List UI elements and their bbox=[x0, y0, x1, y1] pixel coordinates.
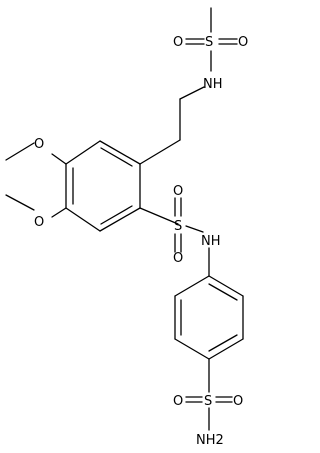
atom-label-s: S bbox=[205, 35, 213, 50]
bond-ring1-b bbox=[65, 140, 101, 165]
atom-label-s: S bbox=[174, 219, 182, 234]
atom-label-o: O bbox=[173, 394, 183, 409]
bond-ring2-d bbox=[174, 338, 210, 360]
atom-label-o: O bbox=[34, 137, 44, 152]
bond-ring-ome2 bbox=[51, 207, 67, 218]
atom-label-o: O bbox=[173, 35, 183, 50]
atom-label-o: O bbox=[238, 35, 248, 50]
bond-ring2-c-inner bbox=[208, 334, 238, 352]
bond-ring1-e bbox=[99, 207, 141, 232]
bond-ring2-f bbox=[174, 275, 210, 297]
bond-ch2-ring bbox=[139, 139, 181, 165]
bond-ring2-a bbox=[208, 275, 244, 297]
atom-label-nh2: NH2 bbox=[196, 433, 224, 448]
atom-label-nh: NH bbox=[201, 234, 221, 249]
atom-label-o: O bbox=[173, 184, 183, 199]
bond-ring-so2 bbox=[139, 207, 179, 225]
bond-so2-n bbox=[185, 225, 204, 233]
bond-ring1-d bbox=[65, 207, 101, 232]
bond-ring1-a bbox=[99, 140, 141, 165]
atom-label-s: S bbox=[204, 394, 212, 409]
bond-ring1-a-inner bbox=[100, 147, 133, 167]
atom-label-o: O bbox=[233, 394, 243, 409]
bond-ring-ome1 bbox=[51, 153, 67, 165]
bond-ome1-methyl bbox=[5, 142, 35, 161]
bond-ring2-c bbox=[208, 338, 244, 360]
bond-n-ch2 bbox=[179, 86, 205, 100]
bonds bbox=[5, 7, 244, 431]
atom-label-o: O bbox=[173, 251, 183, 266]
atom-labels: O S O NH O O O S O NH O S O NH2 bbox=[34, 35, 248, 448]
chemical-structure-diagram: O S O NH O O O S O NH O S O NH2 bbox=[5, 7, 248, 448]
bond-ring1-e-inner bbox=[100, 205, 133, 225]
atom-label-o: O bbox=[34, 215, 44, 230]
bond-ome2-methyl bbox=[5, 194, 35, 211]
bond-ring2-a-inner bbox=[208, 283, 238, 301]
atom-label-nh: NH bbox=[203, 77, 223, 92]
